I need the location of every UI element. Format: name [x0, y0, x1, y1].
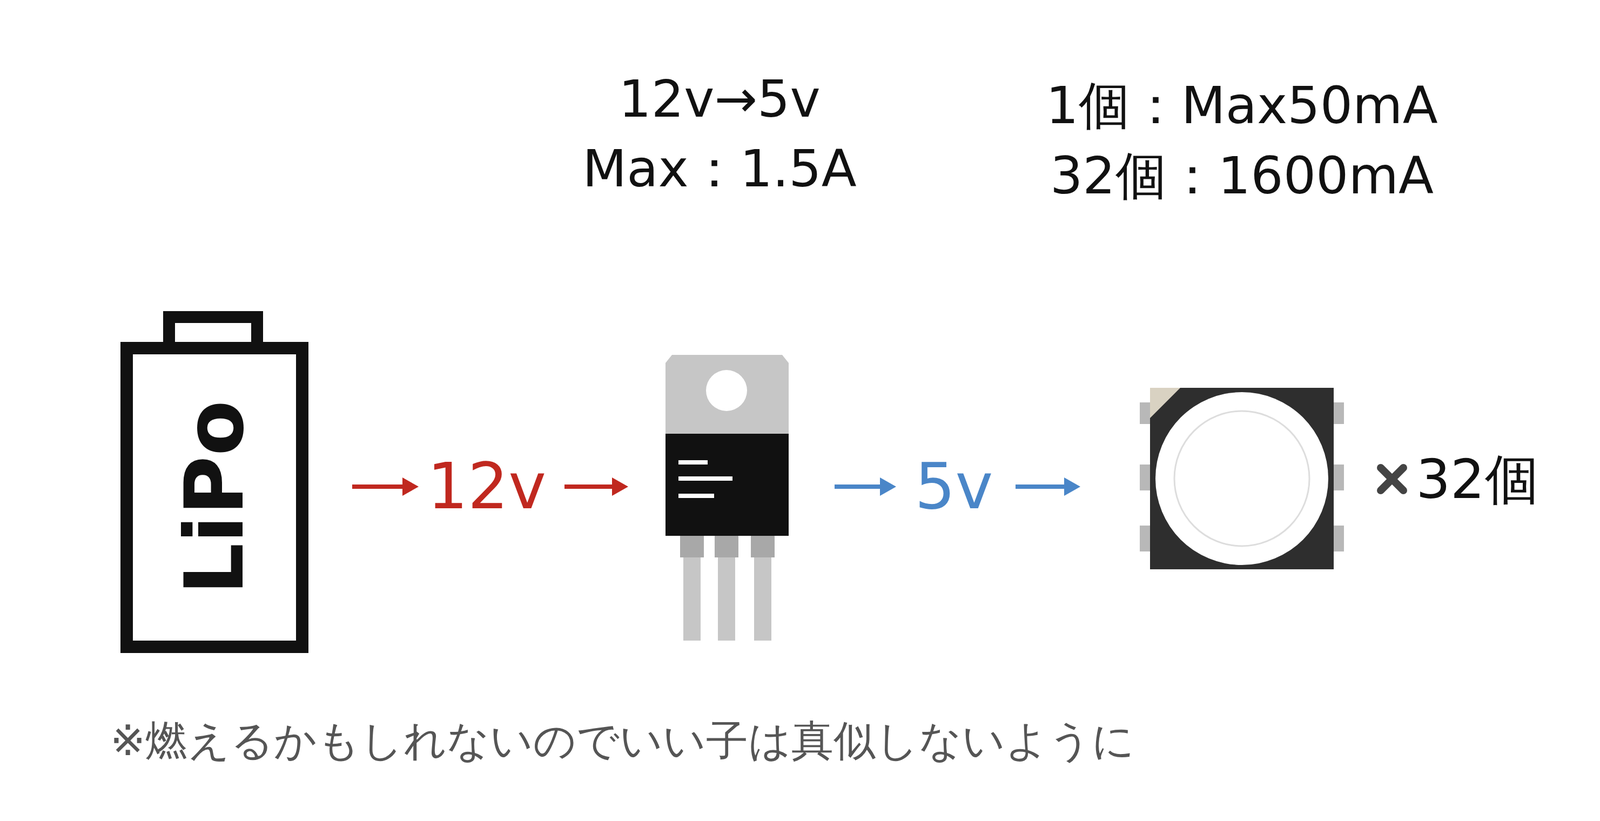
- voltage-label: 12v: [427, 451, 547, 522]
- regulator-symbol: [665, 354, 789, 641]
- battery-box: LiPo: [120, 341, 309, 654]
- led-symbol: [1139, 387, 1344, 570]
- red-arrow: [352, 477, 419, 496]
- blue-arrow: [1015, 477, 1081, 496]
- regulator-spec: Max：1.5A: [582, 140, 857, 198]
- warning-note: ※燃えるかもしれないのでいい子は真似しないように: [110, 717, 1135, 765]
- led-spec: 1個：Max50mA: [1045, 77, 1438, 134]
- battery-label: LiPo: [173, 400, 255, 595]
- multiply-mark: [1380, 467, 1404, 491]
- count-label: 32個: [1415, 449, 1539, 510]
- red-arrow: [564, 477, 629, 496]
- led-spec: 32個：1600mA: [1050, 147, 1434, 205]
- blue-arrow: [834, 477, 897, 496]
- voltage-label: 5v: [915, 451, 994, 522]
- regulator-spec: 12v→5v: [618, 70, 820, 128]
